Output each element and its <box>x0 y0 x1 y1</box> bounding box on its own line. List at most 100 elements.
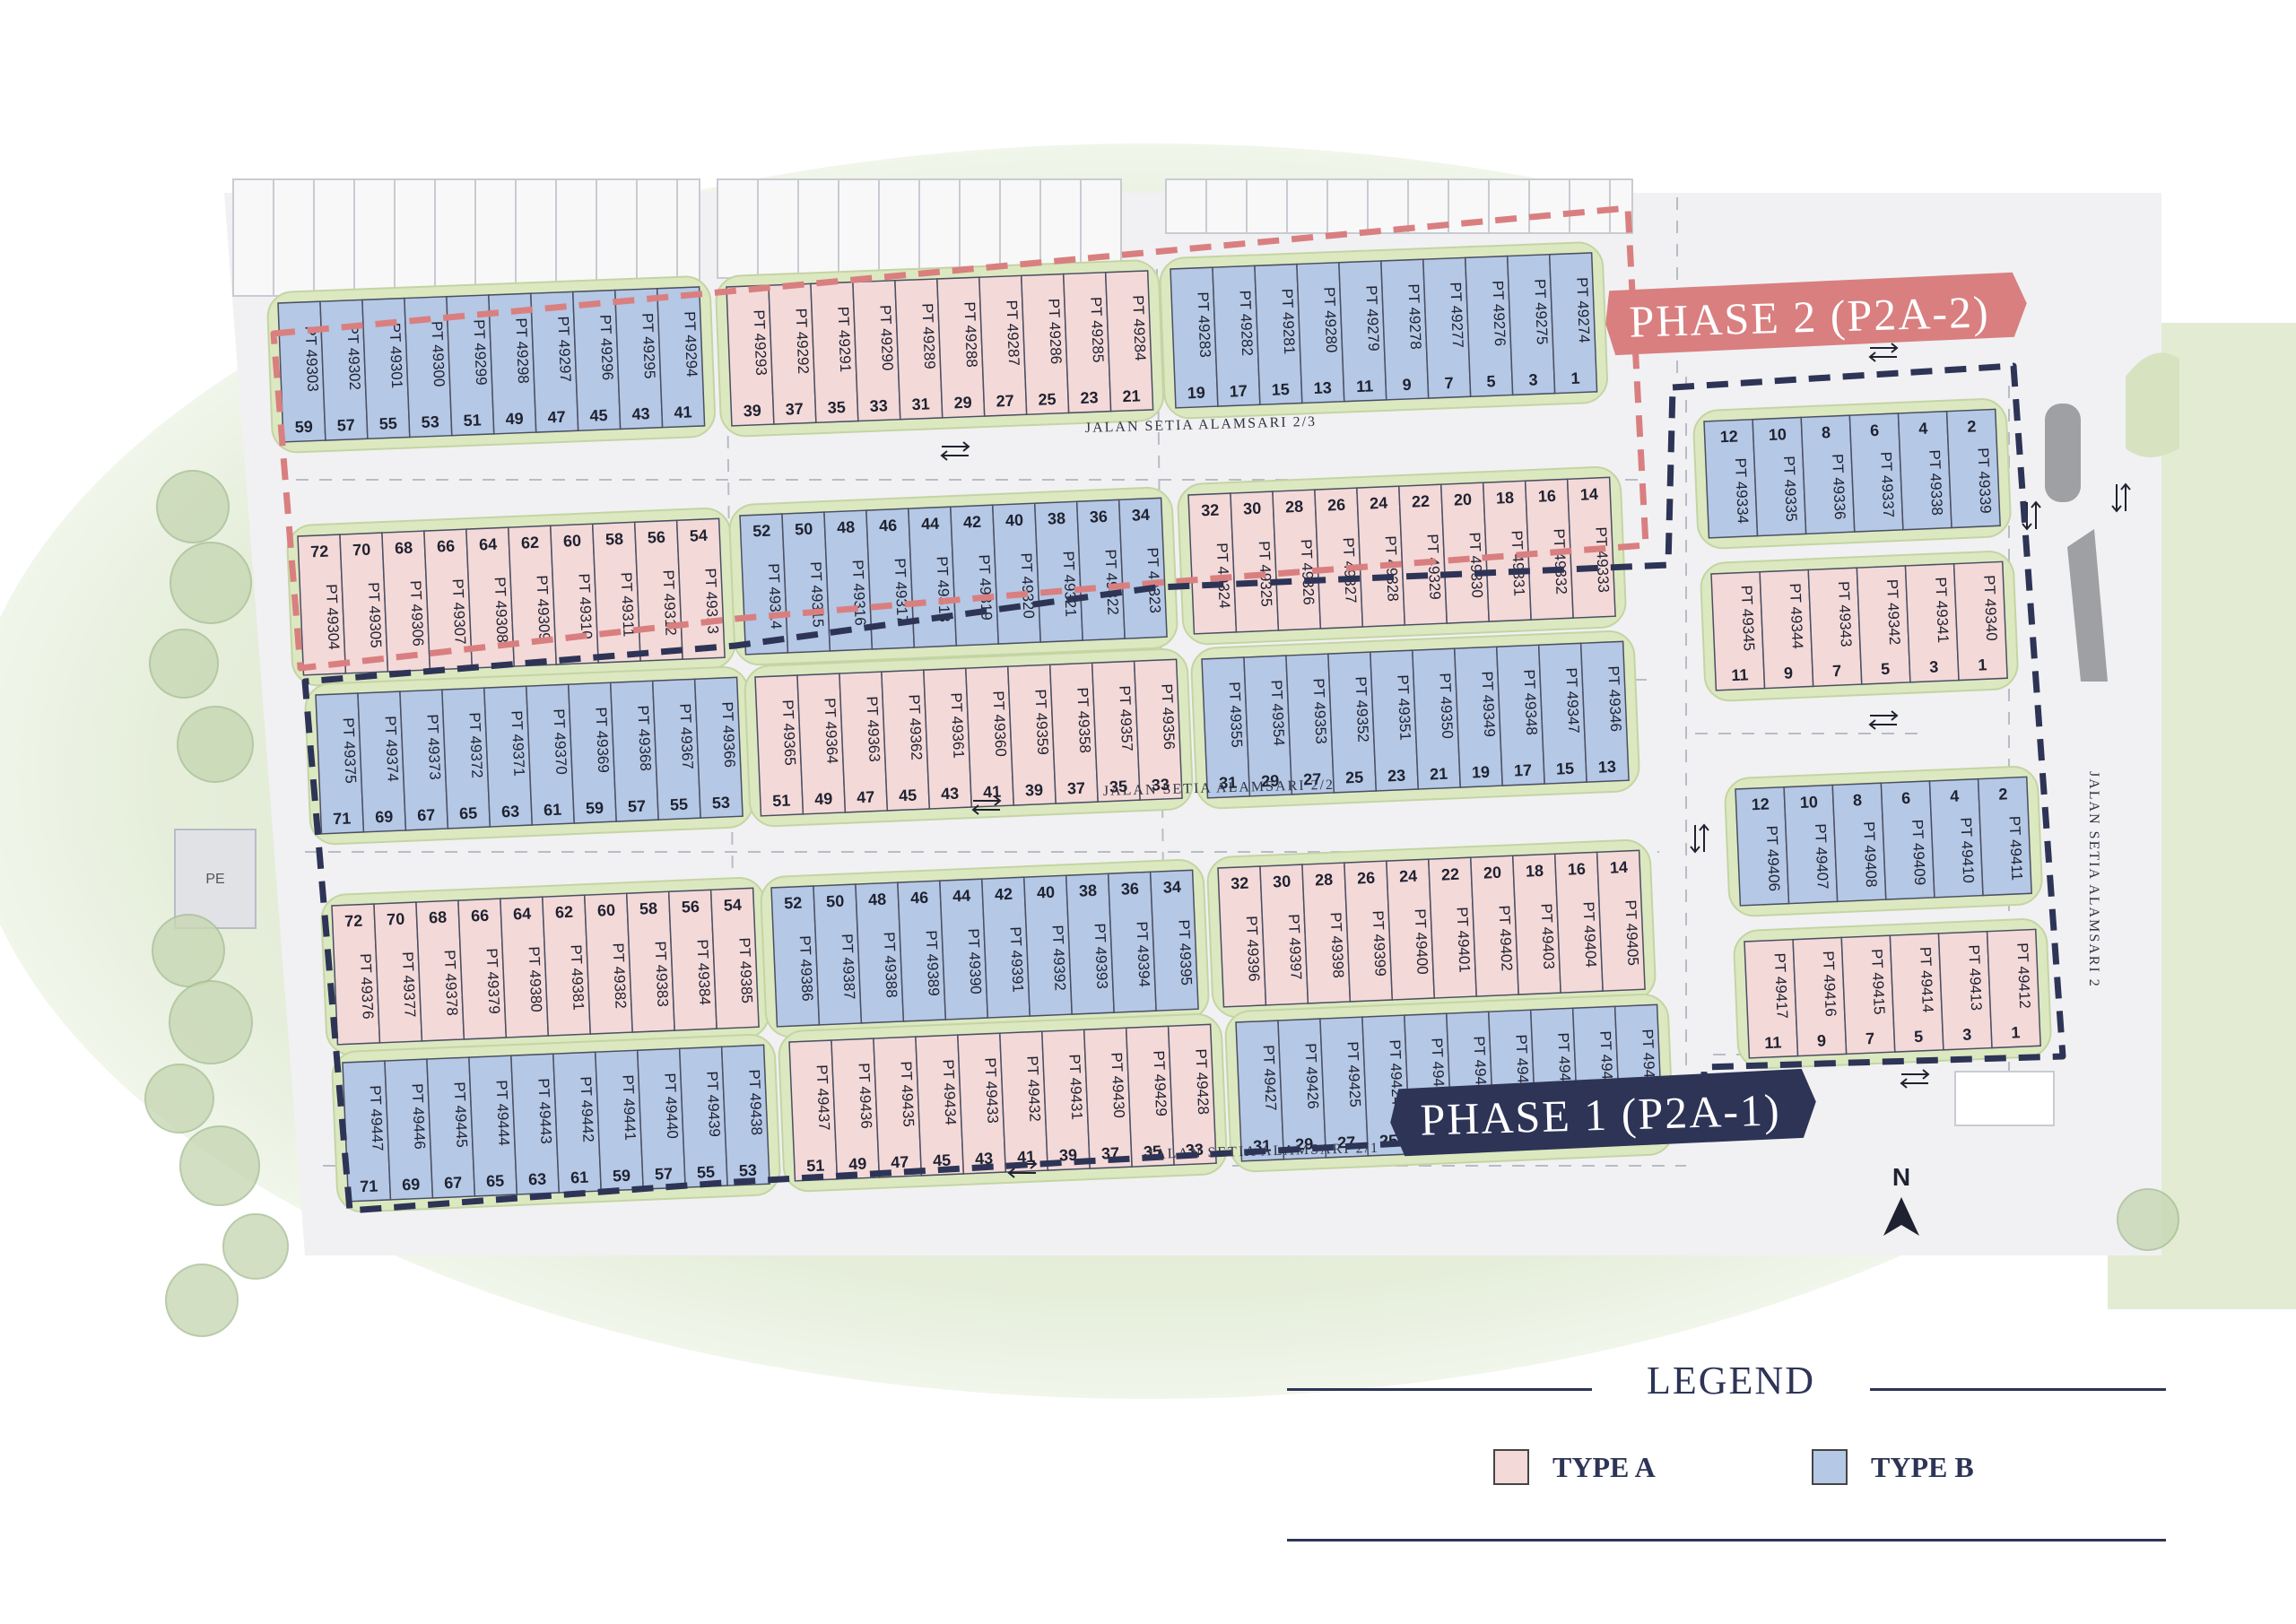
lot-plot[interactable] <box>1579 640 1630 783</box>
lot-49278[interactable]: 9PT 49278 <box>1380 258 1430 401</box>
lot-plot[interactable] <box>1167 1023 1217 1166</box>
lot-49274[interactable]: 1PT 49274 <box>1548 252 1598 395</box>
lot-49343[interactable]: 7PT 49343 <box>1807 567 1863 688</box>
lot-49341[interactable]: 3PT 49341 <box>1904 562 1960 683</box>
lot-plot[interactable] <box>1977 776 2032 897</box>
lot-49277[interactable]: 7PT 49277 <box>1422 256 1472 399</box>
lot-49412[interactable]: 1PT 49412 <box>1986 928 2041 1049</box>
lot-plot[interactable] <box>1986 928 2041 1049</box>
lot-plot[interactable] <box>1952 560 2008 682</box>
lot-49414[interactable]: 5PT 49414 <box>1889 933 1944 1053</box>
lot-49411[interactable]: 2PT 49411 <box>1977 776 2032 897</box>
lot-49275[interactable]: 3PT 49275 <box>1506 253 1556 396</box>
lot-plot[interactable] <box>1133 658 1183 801</box>
lot-plot[interactable] <box>1104 270 1154 413</box>
lot-plot[interactable] <box>1596 849 1646 992</box>
lot-plot[interactable] <box>709 887 760 1029</box>
lot-49342[interactable]: 5PT 49342 <box>1856 565 1911 685</box>
lot-plot[interactable] <box>1149 869 1199 1012</box>
lot-49338[interactable]: 4PT 49338 <box>1897 410 1952 531</box>
